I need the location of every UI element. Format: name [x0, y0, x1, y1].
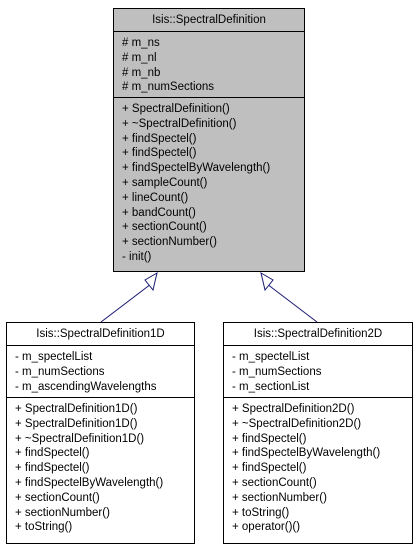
method: + sectionNumber() [15, 506, 110, 519]
method: + findSpectelByWavelength() [15, 476, 164, 489]
method: + SpectralDefinition1D() [15, 417, 138, 430]
method: + SpectralDefinition2D() [232, 403, 355, 415]
method: + operator()() [232, 521, 301, 534]
attribute: # m_nb [122, 66, 161, 79]
derived-class-2d-methods: + SpectralDefinition2D() + ~SpectralDefi… [224, 397, 412, 538]
method: + findSpectel() [232, 462, 307, 475]
base-class-attributes: # m_ns # m_nl # m_nb # m_numSections [114, 31, 304, 97]
attribute: # m_numSections [122, 81, 215, 94]
base-class-name: Isis::SpectralDefinition [152, 14, 266, 26]
method: + findSpectel() [122, 132, 197, 145]
attribute: - m_sectionList [232, 380, 310, 393]
derived-class-2d-box: Isis::SpectralDefinition2D - m_spectelLi… [223, 322, 413, 544]
inheritance-edge-1d [100, 271, 158, 323]
inheritance-edge-2d [260, 271, 318, 323]
method: + findSpectel() [232, 432, 307, 445]
method: + findSpectel() [15, 462, 90, 475]
method: + sectionCount() [122, 221, 207, 234]
method: + findSpectel() [15, 447, 90, 460]
method: + sectionNumber() [122, 236, 217, 249]
attribute: - m_numSections [232, 365, 322, 378]
method: + lineCount() [122, 191, 189, 204]
method: + findSpectelByWavelength() [122, 162, 271, 175]
method: + SpectralDefinition() [122, 103, 230, 115]
attribute: - m_spectelList [232, 351, 310, 363]
method: + sectionNumber() [232, 491, 327, 504]
attribute: - m_numSections [15, 365, 105, 378]
attribute: # m_nl [122, 51, 157, 64]
inheritance-arrowhead-icon [260, 271, 274, 292]
method: + findSpectel() [122, 147, 197, 160]
method: + findSpectelByWavelength() [232, 447, 381, 460]
attribute: - m_ascendingWavelengths [15, 380, 157, 393]
attribute: # m_ns [122, 37, 160, 49]
method: + ~SpectralDefinition1D() [15, 432, 145, 445]
base-class-box: Isis::SpectralDefinition # m_ns # m_nl #… [113, 8, 305, 272]
method: + sectionCount() [232, 476, 317, 489]
method: - init() [122, 250, 152, 263]
derived-class-1d-box: Isis::SpectralDefinition1D - m_spectelLi… [6, 322, 195, 544]
derived-class-1d-attributes: - m_spectelList - m_numSections - m_asce… [7, 345, 194, 397]
inheritance-arrowhead-icon [144, 271, 158, 292]
derived-class-2d-attributes: - m_spectelList - m_numSections - m_sect… [224, 345, 412, 397]
method: + ~SpectralDefinition2D() [232, 417, 362, 430]
derived-class-1d-name: Isis::SpectralDefinition1D [36, 328, 165, 340]
derived-class-1d-methods: + SpectralDefinition1D() + SpectralDefin… [7, 397, 194, 538]
attribute: - m_spectelList [15, 351, 93, 363]
method: + sampleCount() [122, 176, 208, 189]
derived-class-2d-name: Isis::SpectralDefinition2D [253, 328, 383, 340]
method: + SpectralDefinition1D() [15, 403, 138, 415]
method: + sectionCount() [15, 491, 100, 504]
method: + toString() [232, 506, 290, 519]
method: + bandCount() [122, 206, 196, 219]
method: + toString() [15, 521, 73, 534]
method: + ~SpectralDefinition() [122, 117, 237, 130]
base-class-methods: + SpectralDefinition() + ~SpectralDefini… [114, 97, 304, 268]
